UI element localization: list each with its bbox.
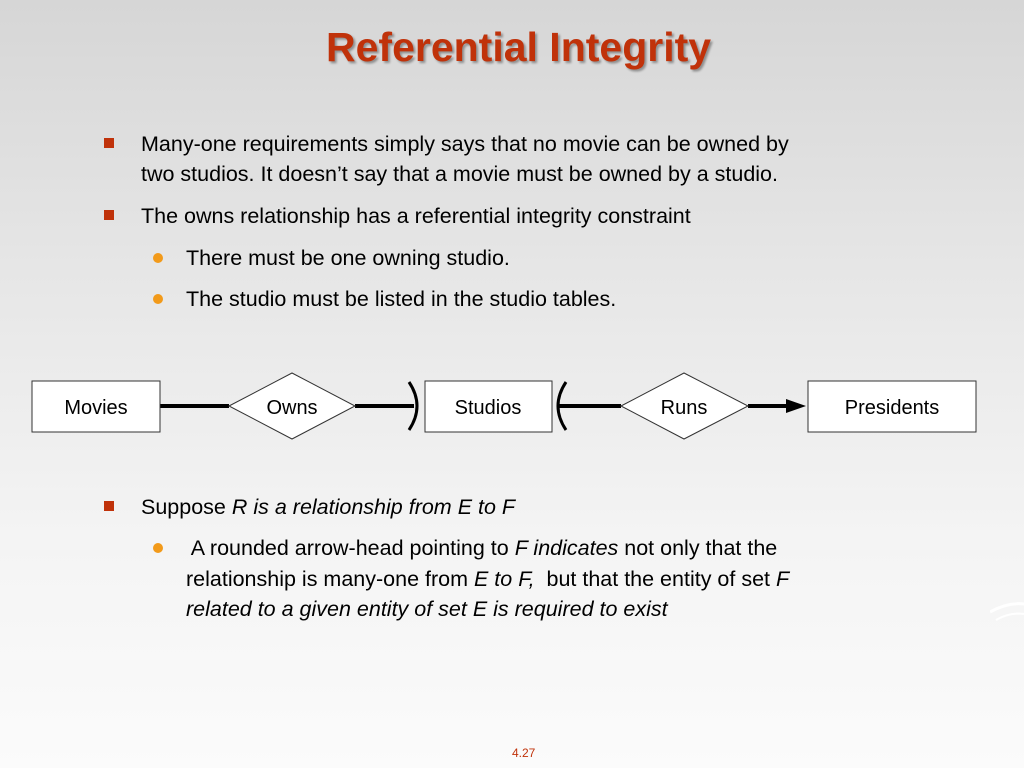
round-bullet-icon xyxy=(153,294,163,304)
text-run: A rounded arrow-head pointing to xyxy=(186,536,515,560)
square-bullet-icon xyxy=(104,138,114,148)
entity-box-studios xyxy=(424,380,553,433)
square-bullet-icon xyxy=(104,210,114,220)
square-bullet-icon xyxy=(104,501,114,511)
text-run-italic: F indicates xyxy=(514,536,619,560)
relationship-label-owns: Owns xyxy=(266,397,317,419)
entity-label-presidents: Presidents xyxy=(845,397,940,419)
page-number: 4.27 xyxy=(512,746,536,760)
text-run-italic: E to F, xyxy=(473,567,535,591)
decorative-swoosh xyxy=(990,602,1024,621)
slide-title: Referential Integrity xyxy=(326,24,712,70)
text-run: relationship is many-one from xyxy=(186,567,474,591)
text-run: but that the entity of set xyxy=(534,567,776,591)
bullet-2-text: The owns relationship has a referential … xyxy=(141,204,691,228)
bullet-3-sub-line-3: related to a given entity of set E is re… xyxy=(186,594,668,624)
text-run-italic: F xyxy=(775,567,790,591)
bullet-3-sub-line-2: relationship is many-one from E to F, bu… xyxy=(186,564,789,594)
bullet-2-sub-2: The studio must be listed in the studio … xyxy=(186,287,617,311)
arrowhead-icon xyxy=(786,399,806,413)
entity-box-presidents xyxy=(807,380,977,433)
text-run: not only that the xyxy=(618,536,778,560)
text-run-italic: related to a given entity of set E is re… xyxy=(186,597,668,621)
entity-label-studios: Studios xyxy=(455,397,522,419)
round-bullet-icon xyxy=(153,253,163,263)
bullet-1-line-2: two studios. It doesn’t say that a movie… xyxy=(141,162,778,186)
bullet-3-sub-line-1: A rounded arrow-head pointing to F indic… xyxy=(186,533,778,563)
bullet-2-sub-1: There must be one owning studio. xyxy=(186,246,510,270)
bullet-3-italic: R is a relationship from E to F xyxy=(231,495,516,519)
entity-box-movies xyxy=(31,380,161,433)
bullet-1-line-1: Many-one requirements simply says that n… xyxy=(141,132,789,156)
bullet-3-text: Suppose R is a relationship from E to F xyxy=(141,492,515,522)
relationship-diamond-owns xyxy=(227,372,357,440)
round-bullet-icon xyxy=(153,543,163,553)
entity-label-movies: Movies xyxy=(64,397,127,419)
relationship-diamond-runs xyxy=(619,372,750,440)
er-diagram: Movies Owns Studios Runs Presidents xyxy=(31,372,977,440)
bullet-3-plain: Suppose xyxy=(141,495,232,519)
relationship-label-runs: Runs xyxy=(661,397,708,419)
rounded-arrowhead-icon xyxy=(407,381,419,431)
rounded-arrowhead-icon xyxy=(556,381,568,431)
